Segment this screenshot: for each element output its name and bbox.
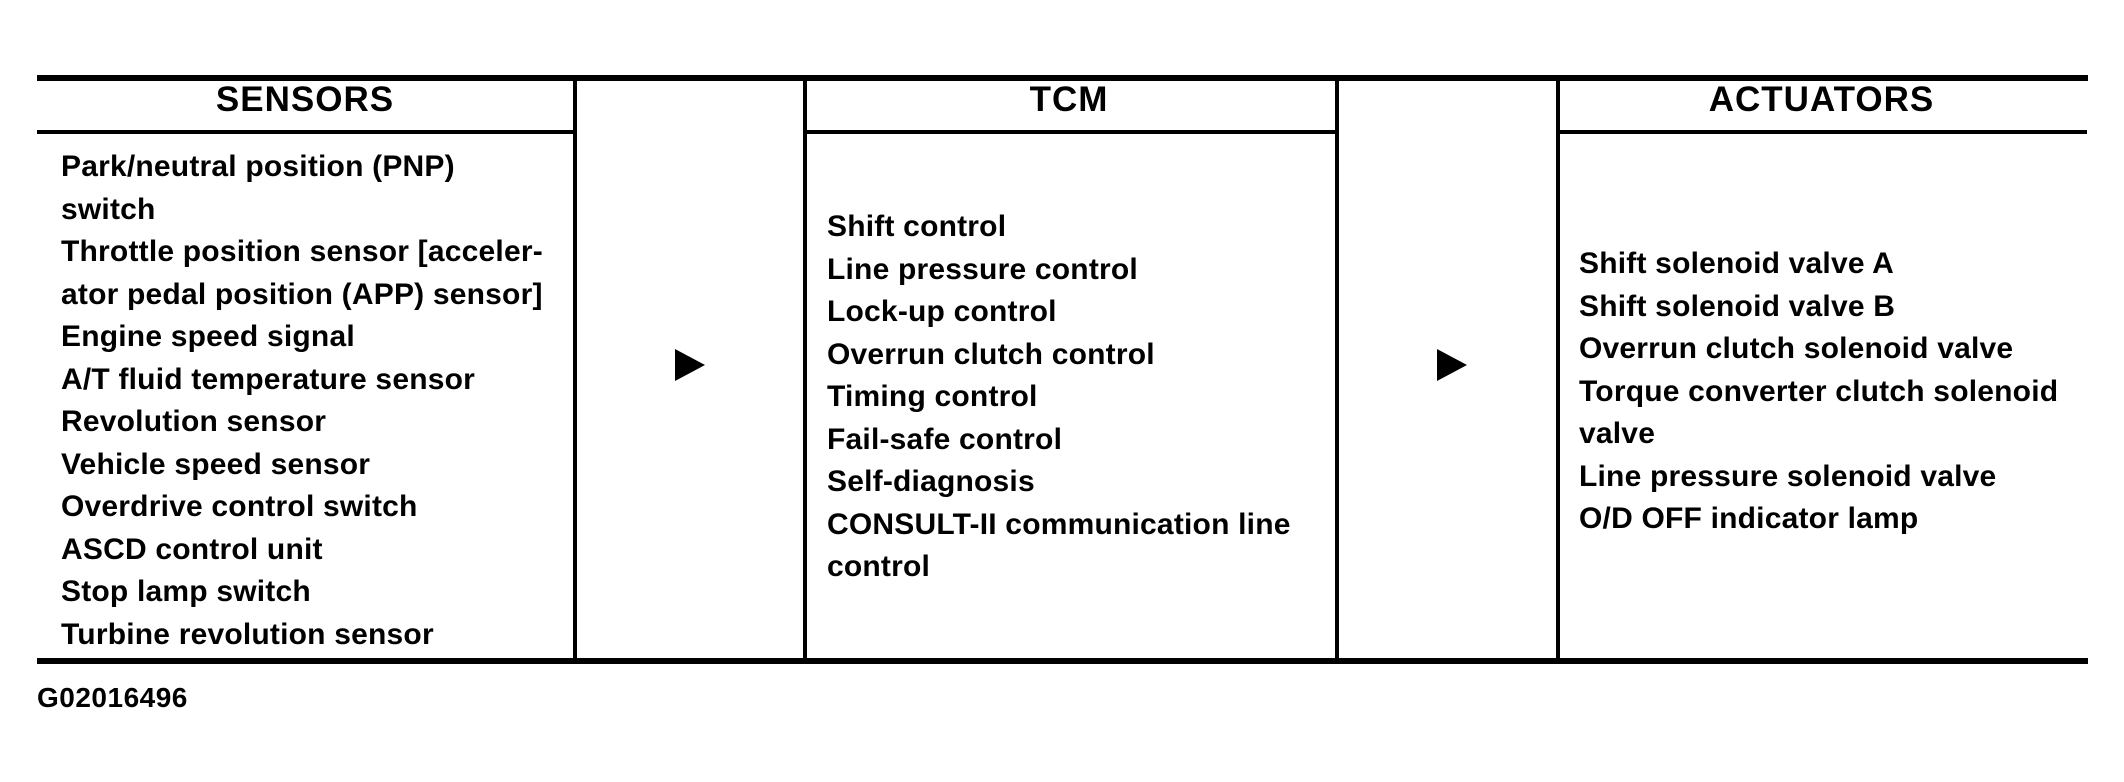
actuators-list-line: Overrun clutch solenoid valve bbox=[1579, 332, 2014, 365]
actuators-list-line: Line pressure solenoid valve bbox=[1579, 459, 1997, 493]
sensors-list-line: Turbine revolution sensor bbox=[61, 617, 434, 651]
tcm-list-line: Timing control bbox=[827, 380, 1038, 413]
flow-arrow-icon bbox=[1437, 349, 1467, 381]
sensors-list-line: ASCD control unit bbox=[61, 532, 323, 566]
sensors-list-line: Vehicle speed sensor bbox=[61, 447, 371, 481]
actuators-header-underline bbox=[1556, 130, 2087, 134]
column-header-sensors: SENSORS bbox=[215, 80, 395, 119]
figure-id-label: G02016496 bbox=[37, 682, 188, 713]
sensors-list-line: Throttle position sensor [acceler- bbox=[61, 235, 543, 268]
tcm-header-underline bbox=[803, 130, 1335, 134]
sensors-list-line: ator pedal position (APP) sensor] bbox=[61, 277, 543, 311]
column-header-tcm: TCM bbox=[1029, 80, 1109, 119]
sensors-list-line: Park/neutral position (PNP) bbox=[61, 150, 455, 183]
actuators-column-left-border bbox=[1556, 75, 1560, 664]
tcm-list-line: CONSULT-II communication line bbox=[827, 507, 1291, 541]
actuators-list: Shift solenoid valve A Shift solenoid val… bbox=[1579, 243, 2058, 541]
tcm-list-line: Shift control bbox=[827, 210, 1007, 243]
actuators-list-line: Shift solenoid valve B bbox=[1579, 289, 1896, 323]
tcm-list-line: Lock-up control bbox=[827, 295, 1057, 328]
tcm-column-right-border bbox=[1335, 75, 1339, 664]
flow-arrow-icon bbox=[675, 349, 705, 381]
tcm-list-line: Overrun clutch control bbox=[827, 337, 1155, 371]
table-top-border bbox=[37, 75, 2088, 81]
actuators-list-line: O/D OFF indicator lamp bbox=[1579, 502, 1919, 535]
tcm-list-line: Self-diagnosis bbox=[827, 465, 1035, 498]
column-header-actuators: ACTUATORS bbox=[1708, 80, 1935, 119]
sensors-list-line: Stop lamp switch bbox=[61, 575, 311, 608]
sensors-list-line: Revolution sensor bbox=[61, 405, 327, 438]
tcm-list-line: Line pressure control bbox=[827, 252, 1138, 286]
actuators-list-line: Shift solenoid valve A bbox=[1579, 247, 1895, 280]
tcm-list-line: control bbox=[827, 550, 931, 583]
sensors-list-line: Overdrive control switch bbox=[61, 490, 418, 523]
actuators-list-line: valve bbox=[1579, 417, 1656, 450]
sensors-column-right-border bbox=[573, 75, 577, 664]
table-bottom-border bbox=[37, 658, 2088, 664]
sensors-header-underline bbox=[37, 130, 573, 134]
actuators-list-line: Torque converter clutch solenoid bbox=[1579, 374, 2059, 408]
tcm-list-line: Fail-safe control bbox=[827, 422, 1063, 456]
sensors-list-line: A/T fluid temperature sensor bbox=[61, 362, 476, 396]
sensors-list-line: switch bbox=[61, 192, 156, 226]
sensors-list-line: Engine speed signal bbox=[61, 320, 355, 353]
tcm-column-left-border bbox=[803, 75, 807, 664]
